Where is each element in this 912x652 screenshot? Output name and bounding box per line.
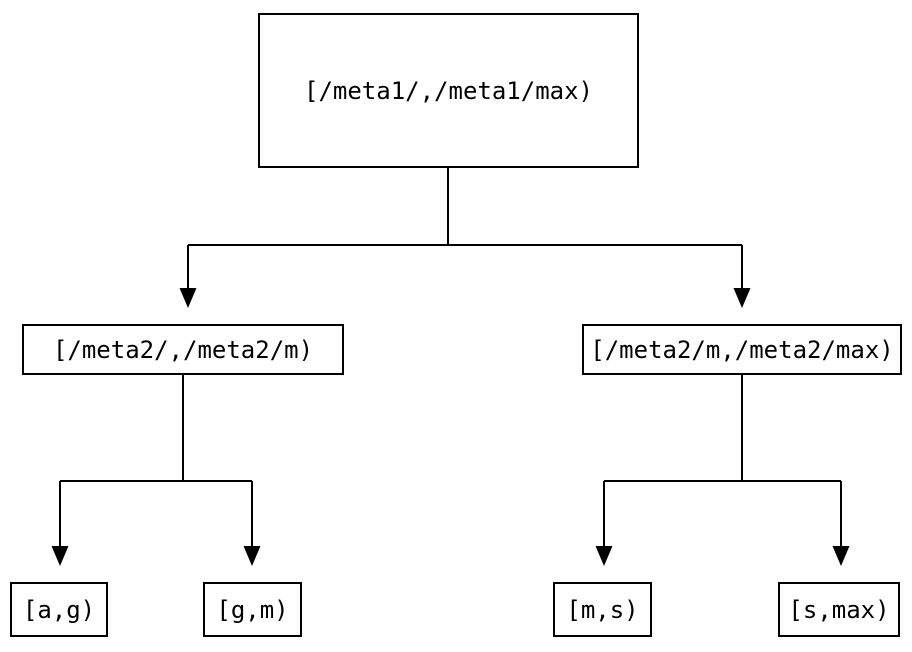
- edges-left-to-children: [51, 375, 261, 566]
- node-right-child: [/meta2/m,/meta2/max): [582, 324, 902, 375]
- edge-line-root: [187, 168, 743, 288]
- edges-right-to-children: [595, 375, 850, 566]
- node-leaf-s-max: [s,max): [778, 582, 900, 637]
- node-leaf-a-g: [a,g): [10, 582, 108, 637]
- arrowhead-down-icon: [243, 546, 261, 566]
- arrowhead-down-icon: [51, 546, 69, 566]
- node-leaf-g-m: [g,m): [203, 582, 302, 637]
- edge-line-left: [59, 375, 253, 546]
- arrowhead-down-icon: [733, 288, 751, 308]
- edge-line-right: [603, 375, 842, 546]
- arrowhead-down-icon: [595, 546, 613, 566]
- node-root: [/meta1/,/meta1/max): [258, 13, 639, 168]
- edges-root-to-children: [179, 168, 751, 308]
- node-left-child: [/meta2/,/meta2/m): [22, 324, 344, 375]
- arrowhead-down-icon: [179, 288, 197, 308]
- arrowhead-down-icon: [832, 546, 850, 566]
- node-leaf-m-s: [m,s): [553, 582, 652, 637]
